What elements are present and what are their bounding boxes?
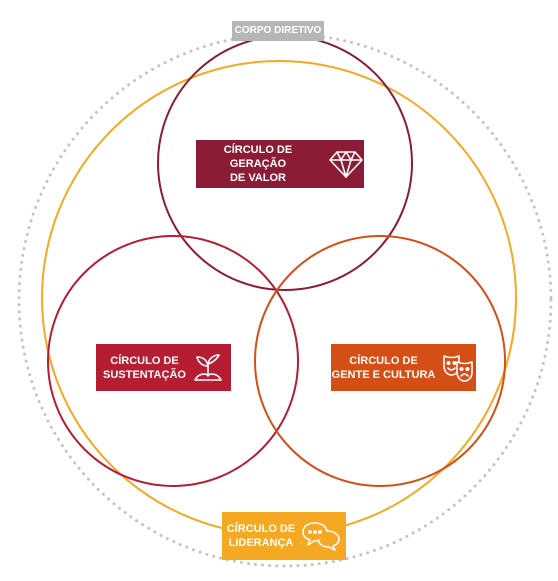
lideranca-label: CÍRCULO DE LIDERANÇA [222,512,346,560]
geracao-valor-label: CÍRCULO DE GERAÇÃO DE VALOR [196,140,364,188]
sustentacao-text: CÍRCULO DE SUSTENTAÇÃO [103,354,186,382]
sprout-icon [194,353,222,381]
lideranca-text: CÍRCULO DE LIDERANÇA [227,522,295,550]
gente-line-2: GENTE E CULTURA [331,368,436,381]
lideranca-circle [41,60,517,536]
gente-line-1: CÍRCULO DE [349,354,418,367]
geracao-valor-text: CÍRCULO DE GERAÇÃO DE VALOR [196,143,320,185]
corpo-diretivo-label: CORPO DIRETIVO [232,21,324,41]
sustentacao-circle [47,235,299,487]
diamond-icon [329,151,363,178]
geracao-line-1: CÍRCULO DE GERAÇÃO [223,144,293,170]
corpo-diretivo-text: CORPO DIRETIVO [234,25,322,36]
sustentacao-line-2: SUSTENTAÇÃO [103,368,186,381]
sustentacao-line-1: CÍRCULO DE [110,354,179,367]
theater-masks-icon [443,354,474,382]
gente-circle [254,235,506,487]
speech-bubbles-icon [302,522,341,551]
lideranca-line-2: LIDERANÇA [228,537,294,549]
lideranca-line-1: CÍRCULO DE [226,523,296,535]
gente-cultura-label: CÍRCULO DE GENTE E CULTURA [331,344,476,391]
sustentacao-label: CÍRCULO DE SUSTENTAÇÃO [96,344,231,391]
gente-cultura-text: CÍRCULO DE GENTE E CULTURA [332,354,436,382]
corpo-diretivo-circle [17,32,553,568]
geracao-line-2: DE VALOR [229,172,287,184]
